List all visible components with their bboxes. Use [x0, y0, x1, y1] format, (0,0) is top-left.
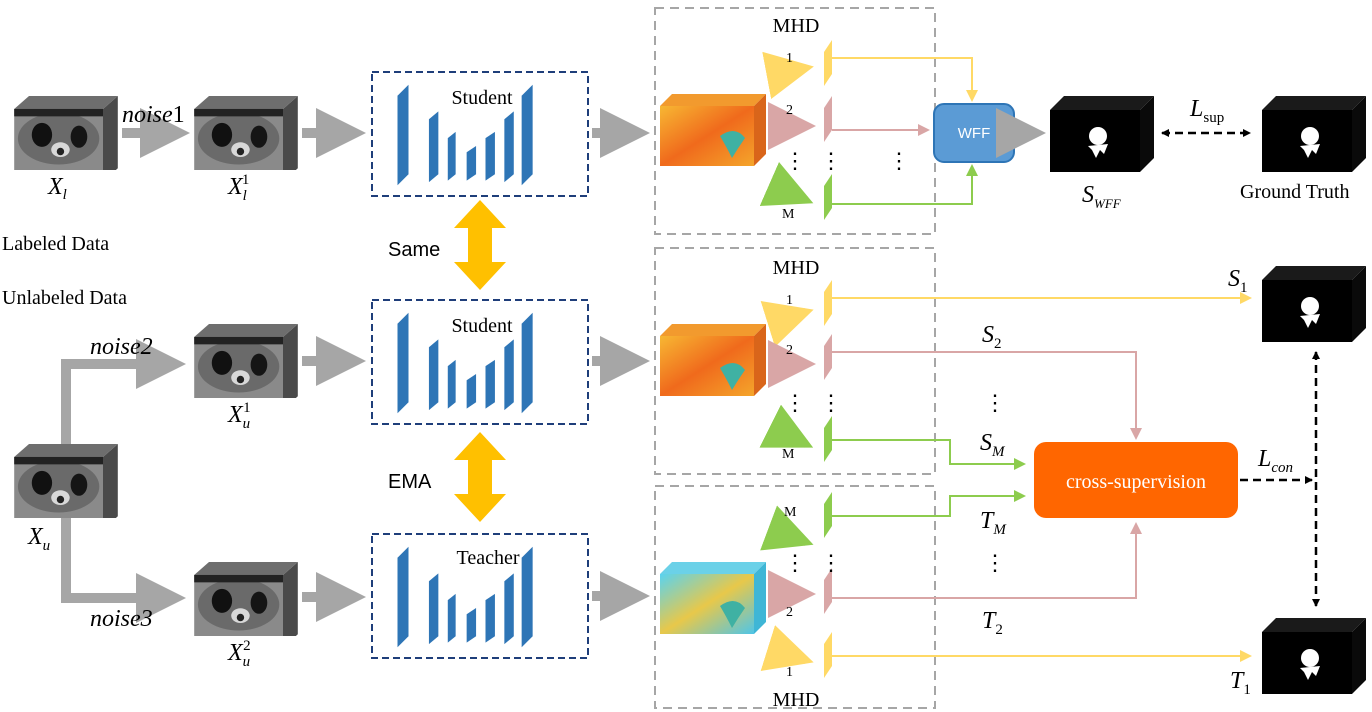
dots-bottom-a: ⋮: [784, 550, 806, 575]
head-index-2-mid: 2: [786, 343, 793, 358]
ct-volume-xu1: [194, 324, 298, 398]
student-top-box: [371, 71, 589, 197]
label-mhd-bottom: MHD: [773, 689, 820, 711]
cross-supervision-module: [1034, 442, 1238, 518]
label-x-u: Xu: [27, 524, 50, 554]
ema-double-arrow: [454, 432, 506, 522]
head-index-2-bottom: 2: [786, 605, 793, 620]
noise2-path: [61, 339, 186, 444]
label-s-wff: SWFF: [1082, 182, 1122, 211]
label-same: Same: [388, 239, 440, 261]
label-tm: TM: [980, 508, 1007, 538]
label-x-u1: Xu1: [227, 400, 251, 432]
label-lcon: Lcon: [1257, 446, 1293, 476]
label-cross-supervision: cross-supervision: [1066, 471, 1206, 493]
ct-volume-xl: [14, 96, 118, 170]
same-double-arrow: [454, 200, 506, 290]
label-x-u2: Xu2: [227, 638, 251, 670]
ct-volume-xu2: [194, 562, 298, 636]
label-mhd-top: MHD: [773, 15, 820, 37]
dots-mid-b: ⋮: [820, 390, 842, 415]
label-wff: WFF: [958, 125, 990, 142]
dots-mid-a: ⋮: [784, 390, 806, 415]
ct-volume-xu: [14, 444, 118, 518]
head-index-1-bottom: 1: [786, 665, 793, 680]
label-t2: T2: [982, 608, 1003, 638]
head-index-1-top: 1: [786, 51, 793, 66]
teacher-box: [371, 533, 589, 659]
feature-map-bottom: [660, 562, 766, 634]
mhd-heads-mid: [759, 280, 1252, 470]
output-cube-t1: [1262, 618, 1366, 694]
dots-top-c: ⋮: [888, 148, 910, 173]
noise3-path: [61, 518, 186, 623]
label-lsup: Lsup: [1189, 96, 1224, 126]
label-s1: S1: [1228, 266, 1248, 296]
label-mhd-mid: MHD: [773, 257, 820, 279]
label-ema: EMA: [388, 471, 432, 493]
output-cube-swff: [1050, 96, 1154, 172]
head-index-1-mid: 1: [786, 293, 793, 308]
label-x-l: Xl: [47, 174, 67, 203]
label-ground-truth: Ground Truth: [1240, 181, 1349, 203]
label-noise2: noise2: [90, 334, 153, 360]
label-s2: S2: [982, 322, 1002, 352]
head-index-2-top: 2: [786, 103, 793, 118]
label-labeled-data: Labeled Data: [2, 233, 109, 255]
student-mid-box: [371, 299, 589, 425]
feature-map-mid: [660, 324, 766, 396]
mhd-heads-bottom: [760, 490, 1252, 678]
output-cube-s1: [1262, 266, 1366, 342]
output-cube-ground-truth: [1262, 96, 1366, 172]
dots-top-a: ⋮: [784, 148, 806, 173]
label-noise3: noise3: [90, 606, 153, 632]
mhd-heads-top: [759, 40, 978, 220]
mhd-box-middle: [654, 247, 936, 475]
dots-s: ⋮: [984, 390, 1006, 415]
label-x-l1: Xl1: [227, 172, 249, 204]
label-noise1: noise1: [122, 102, 185, 128]
label-student-top: Student: [451, 87, 513, 109]
label-teacher: Teacher: [457, 547, 520, 569]
label-unlabeled-data: Unlabeled Data: [2, 287, 127, 309]
dots-top-b: ⋮: [820, 148, 842, 173]
dots-t: ⋮: [984, 550, 1006, 575]
head-index-m-top: M: [782, 207, 795, 222]
head-index-m-bottom: M: [784, 505, 797, 520]
head-index-m-mid: M: [782, 447, 795, 462]
label-student-mid: Student: [451, 315, 513, 337]
label-t1: T1: [1230, 668, 1251, 698]
feature-map-top: [660, 94, 766, 166]
ct-volume-xl1: [194, 96, 298, 170]
label-sm: SM: [980, 430, 1006, 460]
dots-bottom-b: ⋮: [820, 550, 842, 575]
